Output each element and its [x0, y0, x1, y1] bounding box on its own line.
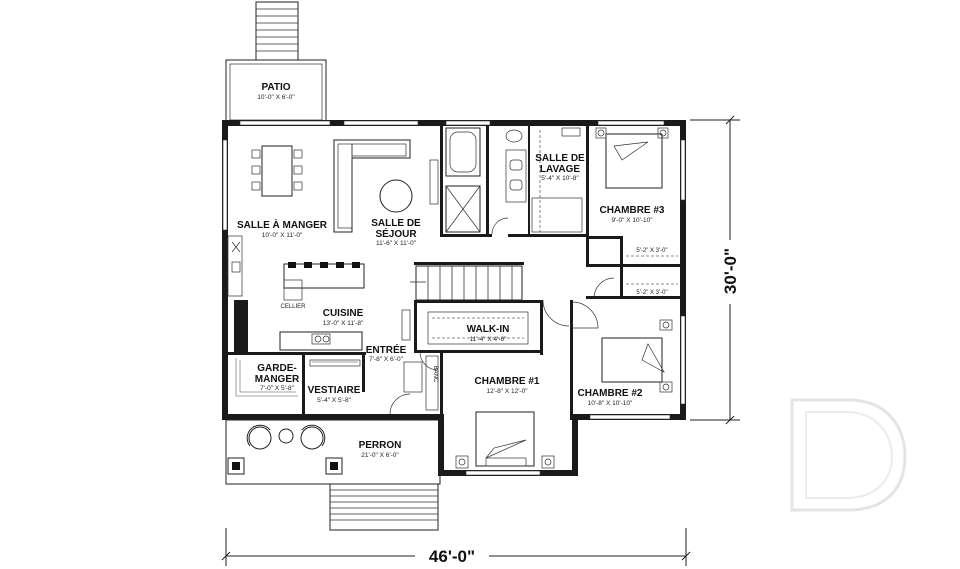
room-dims-closet-b: 5'-2" X 3'-0": [636, 290, 667, 296]
room-dims-chambre-3: 9'-0" X 10'-10": [611, 217, 653, 224]
interior-stairs: [410, 265, 523, 301]
interior-walls: [226, 126, 680, 420]
sectional-sofa: [333, 139, 439, 233]
kitchen-counters: [227, 235, 363, 351]
rear-stairs: [255, 1, 299, 61]
room-dims-salle-de-lavage: 5'-4" X 10'-8": [541, 175, 579, 182]
room-dims-chambre-2: 10'-8" X 10'-10": [588, 400, 633, 407]
bed-chambre-2: [601, 319, 673, 393]
pantry-shelves: [235, 358, 361, 397]
room-dims-perron: 21'-0" X 6'-0": [361, 452, 399, 459]
bathroom-fixtures: [445, 127, 527, 233]
room-name-garde-manger-1: GARDE-: [257, 363, 296, 374]
room-dims-patio: 10'-0" X 6'-0": [257, 94, 295, 101]
room-name-salle-de-lavage-2: LAVAGE: [540, 164, 581, 175]
windows: [222, 120, 686, 476]
room-dims-garde-manger: 7'-0" X 5'-8": [260, 385, 295, 392]
front-stairs: [329, 483, 439, 531]
room-name-vestiaire: VESTIAIRE: [308, 385, 361, 396]
room-name-perron: PERRON: [359, 440, 402, 451]
room-dims-walk-in: 11'-4" X 4'-6": [470, 336, 508, 343]
room-dims-chambre-1: 12'-8" X 12'-0": [486, 388, 528, 395]
room-name-salle-de-sejour-2: SÉJOUR: [375, 227, 417, 240]
cellier-label: CELLIER: [280, 304, 306, 310]
room-name-salle-de-lavage-1: SALLE DE: [535, 153, 585, 164]
room-name-chambre-2: CHAMBRE #2: [577, 388, 642, 399]
room-name-patio: PATIO: [261, 82, 290, 93]
closet-rods: [626, 255, 678, 285]
room-name-entree: ENTRÉE: [366, 343, 407, 356]
walk-in-shelves: [401, 309, 529, 345]
bed-chambre-3: [595, 127, 669, 189]
overall-depth-label: 30'-0": [721, 248, 740, 294]
room-dims-salle-de-sejour: 11'-6" X 11'-0": [376, 240, 417, 247]
room-name-salle-de-sejour-1: SALLE DE: [371, 218, 421, 229]
room-name-cuisine: CUISINE: [323, 308, 364, 319]
overall-width-label: 46'-0": [429, 547, 475, 566]
laundry-appliances: [531, 127, 583, 233]
watermark-logo: [790, 398, 907, 512]
room-dims-cuisine: 13'-0" X 11'-8": [323, 320, 364, 327]
room-dims-salle-a-manger: 10'-0" X 11'-0": [262, 232, 303, 239]
room-labels: PATIO 10'-0" X 6'-0" SALLE À MANGER 10'-…: [237, 82, 668, 459]
banc-label: BANC: [432, 366, 438, 383]
room-name-garde-manger-2: MANGER: [255, 374, 300, 385]
kitchen-island: [283, 262, 365, 301]
entry-bench: [403, 355, 439, 411]
room-name-chambre-1: CHAMBRE #1: [474, 376, 539, 387]
room-dims-entree: 7'-8" X 6'-0": [369, 356, 404, 363]
room-name-salle-a-manger: SALLE À MANGER: [237, 218, 328, 231]
room-dims-closet-a: 5'-2" X 3'-0": [636, 248, 667, 254]
room-name-chambre-3: CHAMBRE #3: [599, 205, 664, 216]
room-name-walk-in: WALK-IN: [467, 324, 510, 335]
room-dims-vestiaire: 5'-4" X 5'-8": [317, 397, 352, 404]
bed-chambre-1: [455, 411, 555, 469]
porch: [225, 419, 441, 485]
door-swings: [389, 217, 615, 415]
dining-table: [251, 145, 303, 197]
